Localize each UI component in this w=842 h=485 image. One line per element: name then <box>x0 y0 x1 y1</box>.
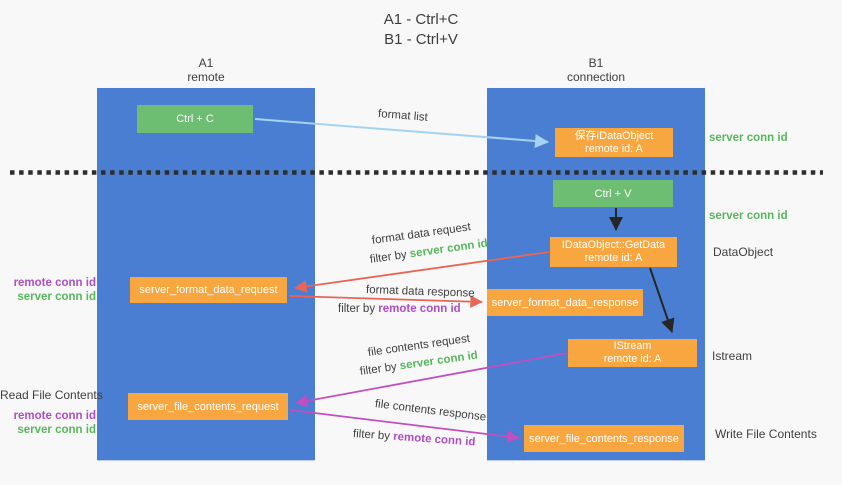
node-server-file-contents-request: server_file_contents_request <box>128 393 288 420</box>
remote-conn-id-text: remote conn id <box>378 303 461 315</box>
filter-by-text: filter by <box>352 428 394 443</box>
node-idataobject-getdata: IDataObject::GetData remote id: A <box>550 237 677 267</box>
node-ctrl-v-label: Ctrl + V <box>594 187 632 200</box>
label-write-file-contents: Write File Contents <box>715 427 817 441</box>
server-conn-id-text: server conn id <box>409 237 489 261</box>
label-dataobject: DataObject <box>713 245 774 259</box>
node-getdata-line1: IDataObject::GetData <box>561 239 666 251</box>
node-istream: IStream remote id: A <box>568 339 697 367</box>
flow-label-file-contents-response: file contents response <box>374 398 487 424</box>
lifeline-b1-name: B1 <box>588 56 604 70</box>
node-save-idataobject: 保存IDataObject remote id: A <box>555 128 673 157</box>
node-ctrl-c: Ctrl + C <box>137 105 253 133</box>
label-remote-conn-id-left-1: remote conn id <box>13 277 96 289</box>
label-read-file-contents: Read File Contents <box>0 388 103 402</box>
node-save-idataobject-line2: remote id: A <box>585 142 643 155</box>
node-save-idataobject-line1: 保存IDataObject <box>574 129 654 142</box>
left-conn-id-stack-format: remote conn id server conn id <box>0 276 96 304</box>
title-line-2: B1 - Ctrl+V <box>384 31 458 48</box>
left-file-contents-stack: Read File Contents remote conn id server… <box>0 388 103 437</box>
flow-label-filter-file-response: filter by remote conn id <box>353 428 476 449</box>
flow-label-filter-format-response: filter by remote conn id <box>338 303 461 315</box>
remote-conn-id-text: remote conn id <box>392 430 476 449</box>
node-server-format-data-response: server_format_data_response <box>487 289 643 316</box>
diagram-title: A1 - Ctrl+C B1 - Ctrl+V <box>0 10 842 50</box>
label-istream: Istream <box>712 349 753 363</box>
node-ctrl-c-label: Ctrl + C <box>176 113 214 125</box>
filter-by-text: filter by <box>338 303 379 315</box>
label-server-conn-id-left-2: server conn id <box>17 424 96 436</box>
flow-label-format-data-response: format data response <box>365 284 475 300</box>
node-istream-line1: IStream <box>613 340 652 352</box>
lifeline-a1-role: remote <box>187 70 225 84</box>
node-format-request-label: server_format_data_request <box>139 284 278 296</box>
filter-by-text: filter by <box>369 248 411 266</box>
lifeline-header-b1: B1 connection <box>487 56 705 84</box>
node-file-request-label: server_file_contents_request <box>137 400 279 413</box>
node-server-format-data-request: server_format_data_request <box>130 277 287 303</box>
node-file-response-label: server_file_contents_response <box>529 432 679 445</box>
node-getdata-line2: remote id: A <box>584 252 643 264</box>
node-server-file-contents-response: server_file_contents_response <box>524 425 684 452</box>
lifeline-header-a1: A1 remote <box>97 56 315 84</box>
title-line-1: A1 - Ctrl+C <box>383 11 459 28</box>
filter-by-text: filter by <box>359 360 401 378</box>
flow-label-format-list: format list <box>377 108 429 124</box>
node-ctrl-v: Ctrl + V <box>553 180 673 207</box>
label-remote-conn-id-left-2: remote conn id <box>13 410 96 422</box>
label-server-conn-id-left-1: server conn id <box>17 291 96 303</box>
node-istream-line2: remote id: A <box>603 353 662 365</box>
node-format-response-label: server_format_data_response <box>491 296 639 309</box>
label-server-conn-id-top-right: server conn id <box>709 132 788 144</box>
label-server-conn-id-mid-right: server conn id <box>709 210 788 222</box>
lifeline-a1-name: A1 <box>198 56 214 70</box>
lifeline-b1-role: connection <box>566 70 626 84</box>
